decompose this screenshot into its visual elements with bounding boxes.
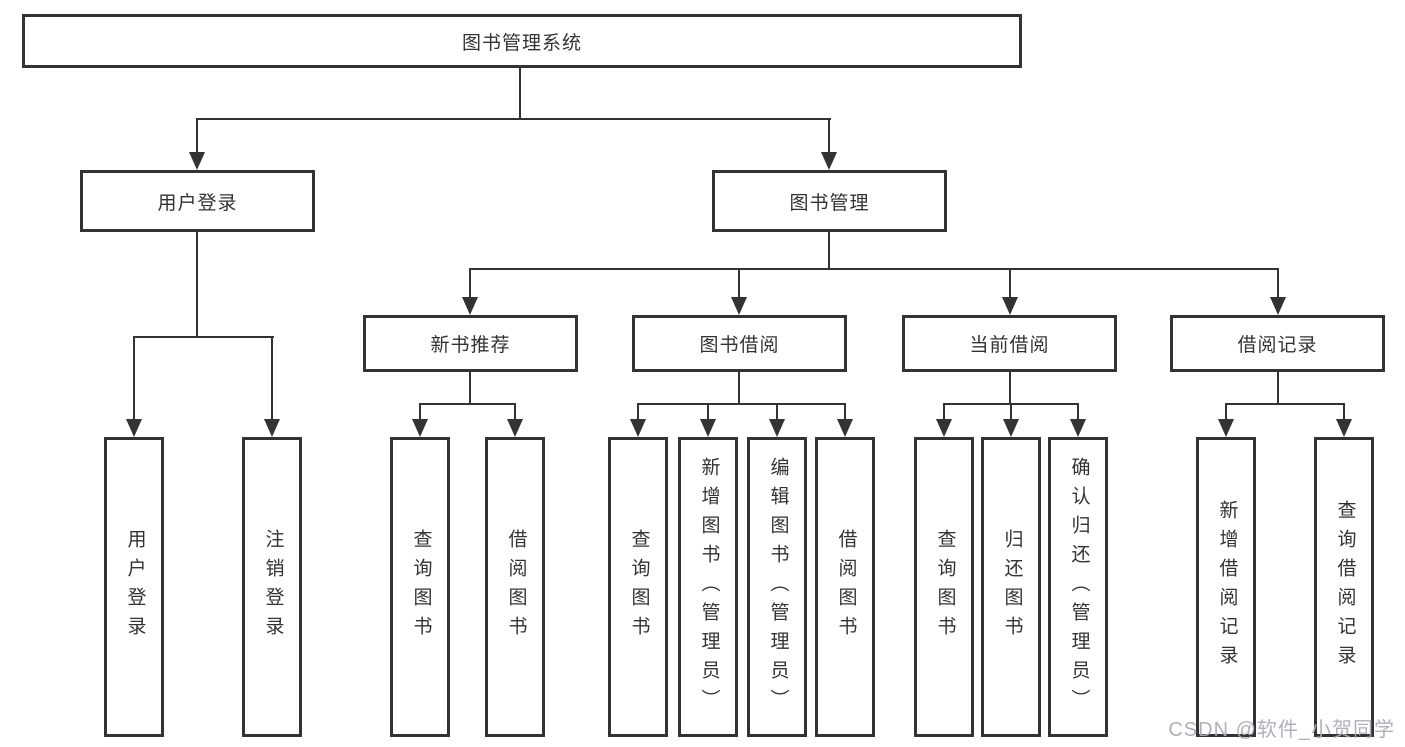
leaf-recommend-borrow-books-label: 借阅图书	[505, 529, 527, 645]
node-book-borrow: 图书借阅	[632, 315, 847, 372]
connector-line	[133, 336, 135, 420]
leaf-recommend-query-books: 查询图书	[390, 437, 450, 737]
connector-line	[828, 232, 830, 270]
connector-line	[469, 372, 471, 405]
node-book-management-label: 图书管理	[789, 192, 870, 214]
connector-line	[469, 268, 471, 299]
connector-line	[828, 118, 830, 154]
leaf-add-borrow-record: 新增借阅记录	[1196, 437, 1256, 737]
leaf-recommend-query-books-label: 查询图书	[410, 529, 432, 645]
leaf-logout-label: 注销登录	[262, 529, 284, 645]
connector-line	[1225, 403, 1345, 405]
leaf-query-borrow-record: 查询借阅记录	[1314, 437, 1374, 737]
connector-line	[1277, 372, 1279, 405]
node-borrow-records-label: 借阅记录	[1237, 335, 1318, 356]
leaf-user-login-label: 用户登录	[124, 529, 146, 645]
arrowhead-icon	[1218, 419, 1234, 437]
arrowhead-icon	[821, 152, 837, 170]
leaf-user-login: 用户登录	[104, 437, 164, 737]
connector-line	[844, 403, 846, 420]
arrowhead-icon	[936, 419, 952, 437]
connector-line	[196, 232, 198, 338]
node-new-book-recommend: 新书推荐	[363, 315, 578, 372]
connector-line	[943, 403, 945, 420]
arrowhead-icon	[837, 419, 853, 437]
node-book-borrow-label: 图书借阅	[699, 335, 780, 356]
connector-line	[1009, 268, 1011, 299]
leaf-add-book-admin-label: 新增图书（管理员）	[698, 456, 720, 718]
connector-line	[519, 68, 521, 120]
arrowhead-icon	[507, 419, 523, 437]
leaf-logout: 注销登录	[242, 437, 302, 737]
leaf-recommend-borrow-books: 借阅图书	[485, 437, 545, 737]
node-user-login: 用户登录	[80, 170, 315, 232]
leaf-borrow-query-books-label: 查询图书	[628, 529, 650, 645]
leaf-add-book-admin: 新增图书（管理员）	[678, 437, 738, 737]
node-current-borrow-label: 当前借阅	[969, 335, 1050, 356]
arrowhead-icon	[462, 297, 478, 315]
arrowhead-icon	[769, 419, 785, 437]
connector-line	[469, 268, 1279, 270]
node-new-book-recommend-label: 新书推荐	[430, 335, 511, 356]
connector-line	[196, 118, 831, 120]
leaf-borrow-query-books: 查询图书	[608, 437, 668, 737]
node-root: 图书管理系统	[22, 14, 1022, 68]
arrowhead-icon	[1070, 419, 1086, 437]
leaf-edit-book-admin: 编辑图书（管理员）	[747, 437, 807, 737]
connector-line	[196, 118, 198, 154]
connector-line	[637, 403, 846, 405]
leaf-current-query-books: 查询图书	[914, 437, 974, 737]
csdn-watermark: CSDN @软件_小贺同学	[1168, 719, 1395, 741]
node-book-management: 图书管理	[712, 170, 947, 232]
leaf-confirm-return-admin-label: 确认归还（管理员）	[1068, 456, 1090, 718]
arrowhead-icon	[630, 419, 646, 437]
leaf-current-query-books-label: 查询图书	[934, 529, 956, 645]
arrowhead-icon	[1336, 419, 1352, 437]
connector-line	[707, 403, 709, 420]
arrowhead-icon	[700, 419, 716, 437]
connector-line	[1343, 403, 1345, 420]
connector-line	[271, 336, 273, 420]
connector-line	[1009, 372, 1011, 405]
node-user-login-label: 用户登录	[157, 192, 238, 214]
connector-line	[738, 372, 740, 405]
leaf-borrow-books-label: 借阅图书	[835, 529, 857, 645]
connector-line	[133, 336, 274, 338]
connector-line	[514, 403, 516, 420]
connector-line	[1277, 268, 1279, 299]
connector-line	[637, 403, 639, 420]
leaf-confirm-return-admin: 确认归还（管理员）	[1048, 437, 1108, 737]
leaf-add-borrow-record-label: 新增借阅记录	[1216, 500, 1238, 674]
connector-line	[419, 403, 516, 405]
arrowhead-icon	[412, 419, 428, 437]
node-root-label: 图书管理系统	[461, 32, 582, 54]
arrowhead-icon	[1270, 297, 1286, 315]
leaf-return-book-label: 归还图书	[1001, 529, 1023, 645]
arrowhead-icon	[189, 152, 205, 170]
node-current-borrow: 当前借阅	[902, 315, 1117, 372]
connector-line	[1010, 403, 1012, 420]
arrowhead-icon	[1002, 297, 1018, 315]
leaf-edit-book-admin-label: 编辑图书（管理员）	[767, 456, 789, 718]
connector-line	[776, 403, 778, 420]
leaf-query-borrow-record-label: 查询借阅记录	[1334, 500, 1356, 674]
arrowhead-icon	[1003, 419, 1019, 437]
connector-line	[738, 268, 740, 299]
connector-line	[1225, 403, 1227, 420]
arrowhead-icon	[731, 297, 747, 315]
leaf-borrow-books: 借阅图书	[815, 437, 875, 737]
leaf-return-book: 归还图书	[981, 437, 1041, 737]
connector-line	[419, 403, 421, 420]
arrowhead-icon	[264, 419, 280, 437]
connector-line	[1077, 403, 1079, 420]
node-borrow-records: 借阅记录	[1170, 315, 1385, 372]
arrowhead-icon	[126, 419, 142, 437]
